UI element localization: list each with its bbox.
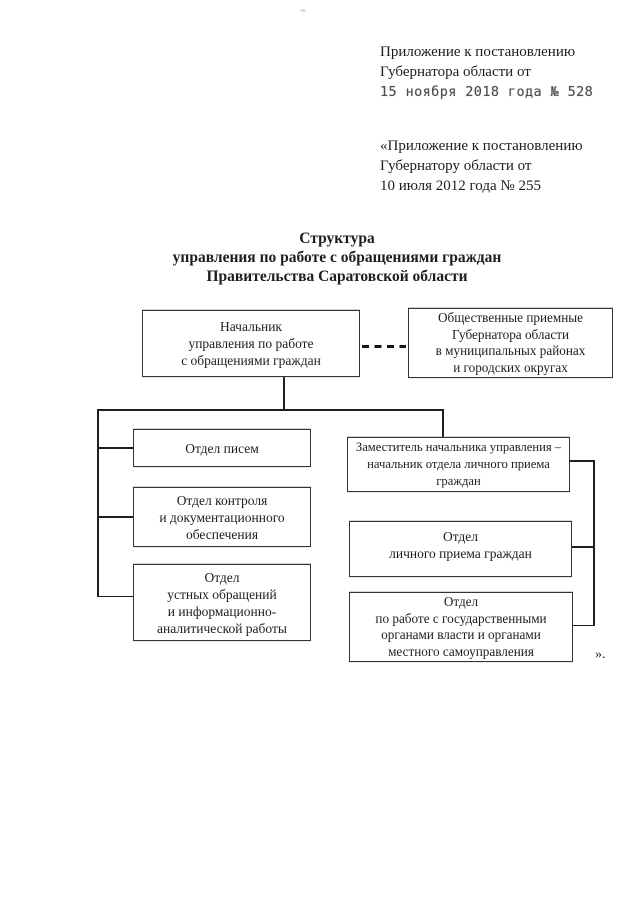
connector-stub-oral bbox=[97, 595, 133, 597]
appendix-note-quoted: «Приложение к постановлению Губернатору … bbox=[380, 136, 583, 196]
org-node-personal-reception-line-2: личного приема граждан bbox=[389, 546, 532, 561]
org-node-deputy: Заместитель начальника управления – нача… bbox=[347, 437, 570, 492]
org-node-chief-line-2: управления по работе bbox=[188, 336, 314, 351]
page-title-line-2: управления по работе с обращениями гражд… bbox=[172, 249, 502, 266]
org-node-personal-reception: Отдел личного приема граждан bbox=[349, 521, 572, 577]
org-node-deputy-line-3: граждан bbox=[436, 474, 481, 488]
appendix-note-current-line-1: Приложение к постановлению bbox=[380, 44, 576, 60]
appendix-note-quoted-line-3: 10 июля 2012 года № 255 bbox=[380, 178, 541, 194]
connector-right-vertical bbox=[593, 460, 595, 626]
org-node-public-reception-line-4: и городских округах bbox=[453, 359, 568, 375]
org-node-state-bodies-line-1: Отдел bbox=[443, 594, 479, 609]
connector-stub-control bbox=[97, 516, 133, 518]
page-title: Структура управления по работе с обращен… bbox=[122, 229, 552, 286]
org-node-chief-line-3: с обращениями граждан bbox=[181, 353, 321, 368]
org-node-oral: Отдел устных обращений и информационно- … bbox=[133, 564, 311, 641]
connector-horizontal-main bbox=[97, 409, 443, 411]
org-node-state-bodies: Отдел по работе с государственными орган… bbox=[349, 592, 573, 662]
org-node-state-bodies-line-4: местного самоуправления bbox=[388, 643, 534, 659]
connector-stub-state bbox=[571, 624, 594, 626]
connector-stub-deputy-right bbox=[570, 460, 594, 462]
org-node-deputy-line-2: начальник отдела личного приема bbox=[367, 457, 550, 471]
org-node-control-line-3: обеспечения bbox=[185, 526, 259, 542]
closing-quote-mark: ». bbox=[595, 647, 606, 662]
scan-speck bbox=[300, 9, 306, 12]
org-node-public-reception-line-1: Общественные приемные bbox=[438, 310, 583, 325]
org-node-letters: Отдел писем bbox=[133, 429, 311, 467]
org-node-oral-line-2: устных обращений bbox=[167, 586, 277, 602]
org-node-oral-line-1: Отдел bbox=[204, 569, 240, 585]
org-node-public-reception-line-2: Губернатора области bbox=[451, 326, 570, 342]
org-node-letters-line-1: Отдел писем bbox=[185, 440, 259, 456]
org-node-oral-line-4: аналитической работы bbox=[157, 620, 287, 636]
org-node-personal-reception-line-1: Отдел bbox=[442, 529, 479, 544]
org-node-control: Отдел контроля и документационного обесп… bbox=[133, 487, 311, 547]
org-node-chief-line-1: Начальник bbox=[219, 319, 282, 334]
appendix-note-quoted-line-2: Губернатору области от bbox=[380, 158, 532, 174]
appendix-note-current-line-2: Губернатора области от bbox=[380, 64, 531, 80]
page-title-line-3: Правительства Саратовской области bbox=[206, 268, 468, 285]
appendix-note-current-stamp-line: 15 ноября 2018 года № 528 bbox=[380, 84, 594, 100]
appendix-note-current: Приложение к постановлению Губернатора о… bbox=[380, 42, 593, 102]
org-node-chief: Начальник управления по работе с обращен… bbox=[142, 310, 360, 377]
connector-stub-letters bbox=[97, 447, 133, 449]
connector-chief-down bbox=[283, 377, 285, 410]
org-node-state-bodies-line-2: по работе с государственными bbox=[375, 610, 547, 626]
org-node-control-line-2: и документационного bbox=[159, 509, 285, 525]
connector-left-vertical bbox=[97, 409, 99, 597]
org-node-state-bodies-line-3: органами власти и органами bbox=[381, 627, 541, 642]
appendix-note-quoted-line-1: «Приложение к постановлению bbox=[380, 138, 583, 154]
org-node-public-reception-line-3: в муниципальных районах bbox=[435, 343, 586, 358]
org-node-control-line-1: Отдел контроля bbox=[176, 492, 268, 508]
org-node-oral-line-3: и информационно- bbox=[167, 603, 277, 619]
page-title-line-1: Структура bbox=[299, 230, 375, 247]
org-node-deputy-line-1: Заместитель начальника управления – bbox=[355, 440, 562, 454]
connector-dashed-chief-public bbox=[362, 345, 406, 348]
connector-deputy-down bbox=[442, 409, 444, 437]
connector-stub-personal bbox=[571, 546, 594, 548]
org-node-public-reception: Общественные приемные Губернатора област… bbox=[408, 308, 613, 378]
